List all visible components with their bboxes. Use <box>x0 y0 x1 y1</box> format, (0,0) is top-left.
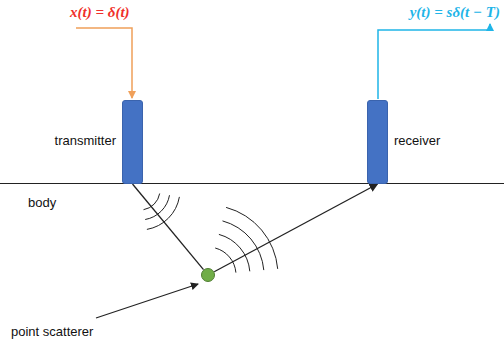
transmit-waves <box>144 194 180 230</box>
transducer-box: transmitter <box>122 100 143 184</box>
node-label: transmitter <box>55 133 116 149</box>
region-label: body <box>28 194 56 212</box>
output-wire <box>378 24 490 99</box>
body-surface <box>0 183 504 184</box>
transducer-box: receiver <box>367 100 388 184</box>
output-signal: y(t) = sδ(t − T) <box>410 3 500 21</box>
leader-arrow <box>96 284 198 318</box>
scatter-waves <box>215 207 278 272</box>
scatterer-dot: point scatterer <box>201 268 215 282</box>
propagation-line <box>133 184 204 270</box>
node-label: receiver <box>394 133 440 149</box>
input-wire <box>76 28 132 98</box>
node-label: point scatterer <box>11 324 93 340</box>
propagation-arrow <box>214 184 377 272</box>
input-signal: x(t) = δ(t) <box>70 3 130 21</box>
